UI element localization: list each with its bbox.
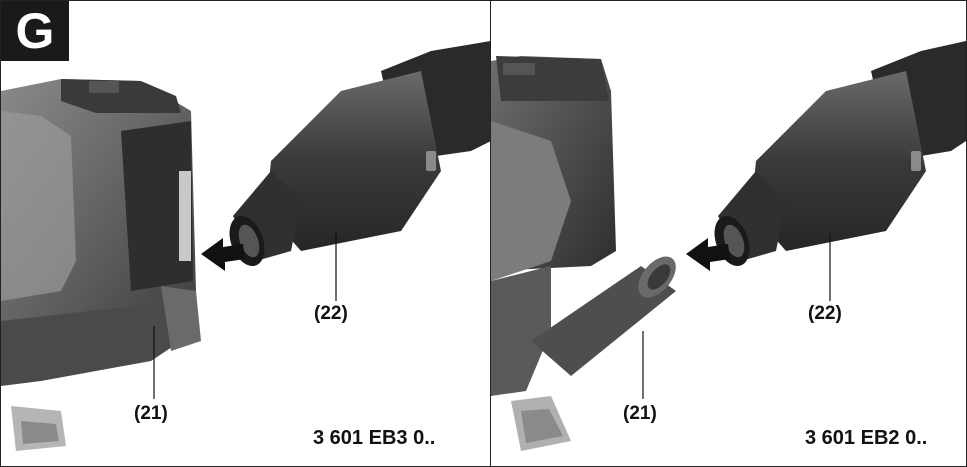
panel-divider [490,0,491,467]
model-code: 3 601 EB3 0.. [313,427,436,449]
figure-letter-badge: G [1,1,69,61]
callout-21: (21) [134,403,168,424]
pull-arrow [686,238,730,271]
tool-body [1,79,201,451]
pull-arrow [201,238,245,271]
left-panel: (22) (21) 3 601 EB3 0.. [1,1,490,466]
right-panel-illustration [491,41,966,451]
right-panel: (22) (21) 3 601 EB2 0.. [491,1,966,466]
callout-21: (21) [623,403,657,424]
callout-22: (22) [808,303,842,324]
hose-22 [714,41,966,267]
left-panel-illustration [1,41,490,451]
model-code: 3 601 EB2 0.. [805,427,928,449]
adapter-21 [531,256,676,376]
tool-body [491,56,616,451]
callout-22: (22) [314,303,348,324]
hose-22 [229,41,490,267]
